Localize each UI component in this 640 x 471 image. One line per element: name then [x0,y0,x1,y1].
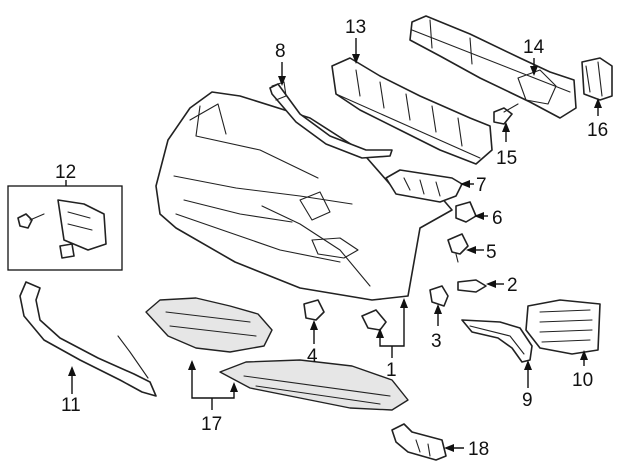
small-bracket-drawing [361,309,387,331]
callout-7: 7 [476,175,487,196]
inset-nut-drawing [59,243,75,259]
callout-8: 8 [275,41,286,62]
side-grille-drawing [525,299,601,355]
callout-10: 10 [572,370,593,391]
retainer-3-drawing [429,285,449,307]
screw-2-drawing [457,279,487,293]
callout-11: 11 [61,395,81,416]
undercover-rear-drawing [219,359,409,411]
clip-4-drawing [303,299,325,321]
callout-17: 17 [201,414,222,435]
clip-6-drawing [455,201,477,223]
bumper-side-bracket-drawing [385,169,463,203]
callout-2: 2 [507,275,518,296]
undercover-front-drawing [145,297,273,353]
callout-18: 18 [468,439,489,460]
license-bracket-drawing [57,199,107,251]
callout-15: 15 [496,148,517,169]
callout-14: 14 [523,37,545,58]
callout-5: 5 [486,242,497,263]
arrowheads [68,54,602,452]
bumper-cover-drawing [155,91,453,301]
callout-6: 6 [492,208,503,229]
inset-license-bracket [7,185,123,271]
clip-5-drawing [447,233,469,263]
callout-16: 16 [587,120,608,141]
callout-1: 1 [386,360,397,381]
reinforcement-bar-drawing [409,15,577,119]
callout-13: 13 [345,17,366,38]
callout-3: 3 [431,331,442,352]
energy-absorber-drawing [331,57,493,165]
callout-4: 4 [307,346,318,367]
inset-bolt-drawing [17,213,33,229]
callout-12: 12 [55,162,76,183]
callout-labels: 1 2 3 4 5 6 7 8 9 10 11 12 13 14 15 16 1… [55,17,608,460]
lower-molding-drawing [19,281,157,397]
fog-lamp-bezel-drawing [461,319,533,363]
callout-9: 9 [522,390,533,411]
lower-bracket-drawing [391,423,447,461]
bolt-drawing [493,103,519,125]
side-bracket-drawing [581,57,613,101]
upper-molding-drawing [269,81,393,159]
inset-frame [7,185,123,271]
